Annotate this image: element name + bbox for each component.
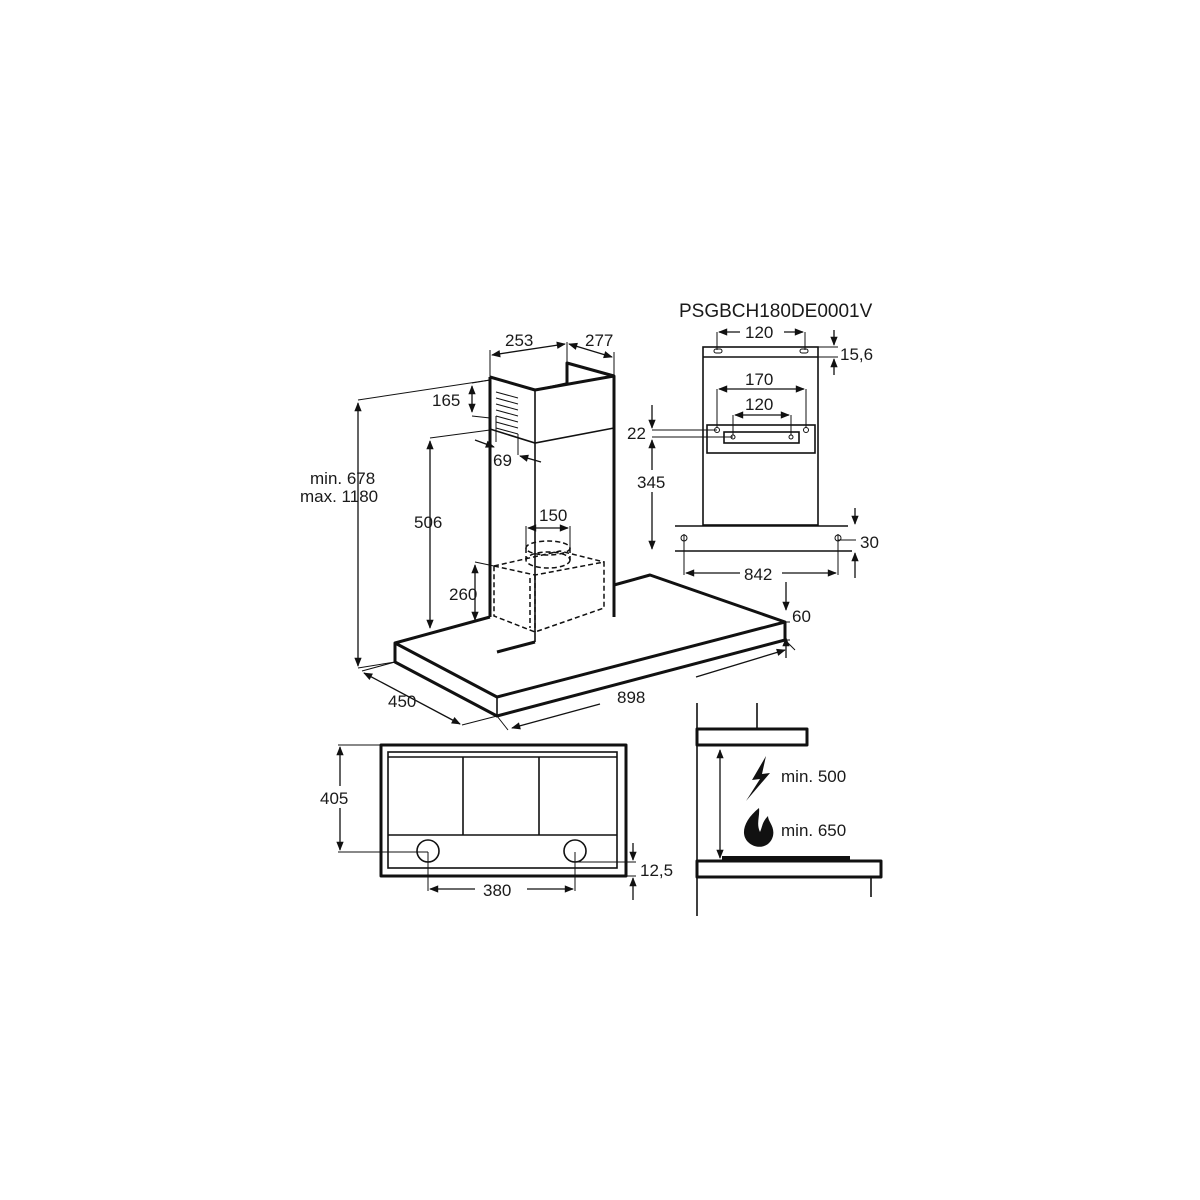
dim-chimney-depth: 277 <box>585 331 613 350</box>
model-code: PSGBCH180DE0001V <box>679 301 873 322</box>
installation-clearance-view: min. 500 min. 650 <box>695 703 883 916</box>
dim-height-min: min. 678 <box>310 469 375 488</box>
clearance-gas: min. 650 <box>781 821 846 840</box>
flame-icon <box>743 808 774 847</box>
vent-grille <box>495 391 519 435</box>
dim-bracket-to-hood: 345 <box>637 473 665 492</box>
dim-canopy-depth: 450 <box>388 692 416 711</box>
dim-outlet-diameter: 150 <box>539 506 567 525</box>
dim-vent-offset: 69 <box>493 451 512 470</box>
dim-height-max: max. 1180 <box>300 487 378 506</box>
motor-box-hidden <box>493 540 605 633</box>
dim-hood-fixing-offset: 30 <box>860 533 879 552</box>
isometric-hood-view: 253 277 165 69 min. 678 max. 1180 506 15… <box>300 331 811 731</box>
dim-outlet-spacing: 380 <box>483 881 511 900</box>
dim-plan-depth: 405 <box>320 789 348 808</box>
dim-inner-hole-spacing: 120 <box>745 395 773 414</box>
dim-top-offset: 15,6 <box>840 345 873 364</box>
dim-outer-hole-spacing: 170 <box>745 370 773 389</box>
dim-hood-fixing-spacing: 842 <box>744 565 772 584</box>
lightning-icon <box>746 756 770 801</box>
underside-plan-view: 405 380 12,5 <box>318 743 673 900</box>
dim-canopy-width: 898 <box>617 688 645 707</box>
dim-chimney-width: 253 <box>505 331 533 350</box>
chimney <box>488 361 616 642</box>
dim-outlet-offset: 12,5 <box>640 861 673 880</box>
clearance-electric: min. 500 <box>781 767 846 786</box>
dim-bracket-offset: 22 <box>627 424 646 443</box>
dim-canopy-thickness: 60 <box>792 607 811 626</box>
dim-vent-height: 165 <box>432 391 460 410</box>
dim-motor-height: 260 <box>449 585 477 604</box>
wall-bracket-view: PSGBCH180DE0001V 120 15,6 170 120 22 <box>627 301 879 584</box>
dim-upper-height: 506 <box>414 513 442 532</box>
dim-top-hole-spacing: 120 <box>745 323 773 342</box>
